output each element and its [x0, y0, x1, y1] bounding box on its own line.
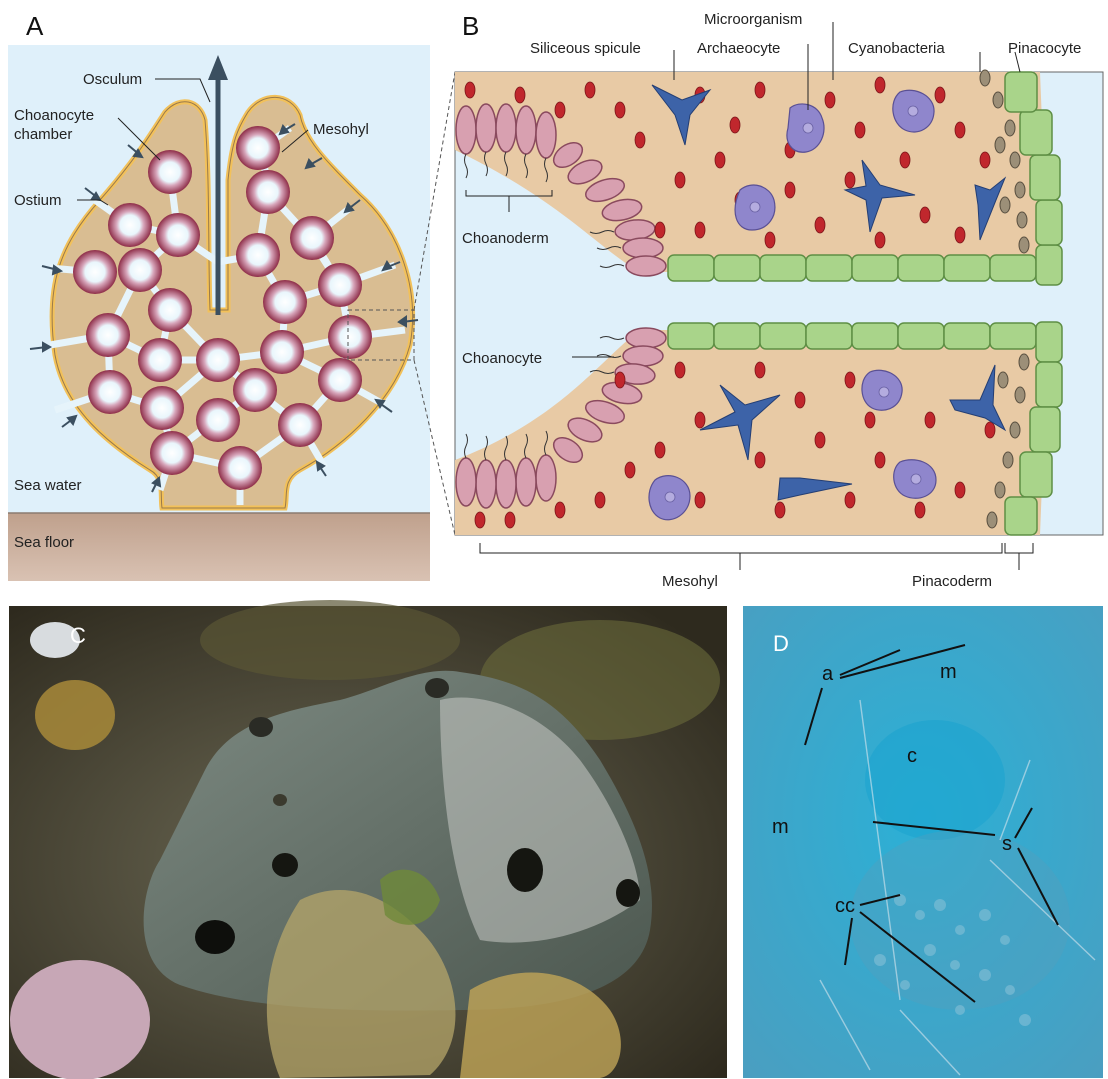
panel-a-letter: A — [26, 11, 44, 41]
label-mesohyl-b: Mesohyl — [662, 573, 718, 590]
label-ostium: Ostium — [14, 192, 62, 209]
label-d-s: s — [1002, 833, 1012, 855]
label-d-a: a — [822, 663, 834, 685]
label-siliceous-spicule: Siliceous spicule — [530, 40, 641, 57]
label-choanocyte: Choanocyte — [462, 350, 542, 367]
label-cyanobacteria: Cyanobacteria — [848, 40, 945, 57]
panel-d-micrograph: D a m c m s cc — [743, 606, 1103, 1078]
label-pinacocyte: Pinacocyte — [1008, 40, 1081, 57]
label-sea-water: Sea water — [14, 477, 82, 494]
label-choanocyte-chamber-2: chamber — [14, 126, 72, 143]
label-choanoderm: Choanoderm — [462, 230, 549, 247]
label-mesohyl-a: Mesohyl — [313, 121, 369, 138]
panel-c-letter: C — [70, 623, 86, 648]
label-archaeocyte: Archaeocyte — [697, 40, 780, 57]
label-d-m-left: m — [772, 816, 789, 838]
label-sea-floor: Sea floor — [14, 534, 74, 551]
label-d-m-top: m — [940, 661, 957, 683]
label-d-c: c — [907, 745, 917, 767]
label-osculum: Osculum — [83, 71, 142, 88]
label-choanocyte-chamber-1: Choanocyte — [14, 107, 94, 124]
panel-d-letter: D — [773, 631, 789, 656]
pink-coral — [10, 960, 150, 1079]
label-d-cc: cc — [835, 895, 855, 917]
panel-a: A — [8, 11, 455, 581]
panel-b: B — [455, 11, 1103, 590]
label-microorganism: Microorganism — [704, 11, 802, 28]
panel-c-photo: C — [9, 600, 727, 1079]
label-pinacoderm: Pinacoderm — [912, 573, 992, 590]
panel-b-letter: B — [462, 11, 479, 41]
